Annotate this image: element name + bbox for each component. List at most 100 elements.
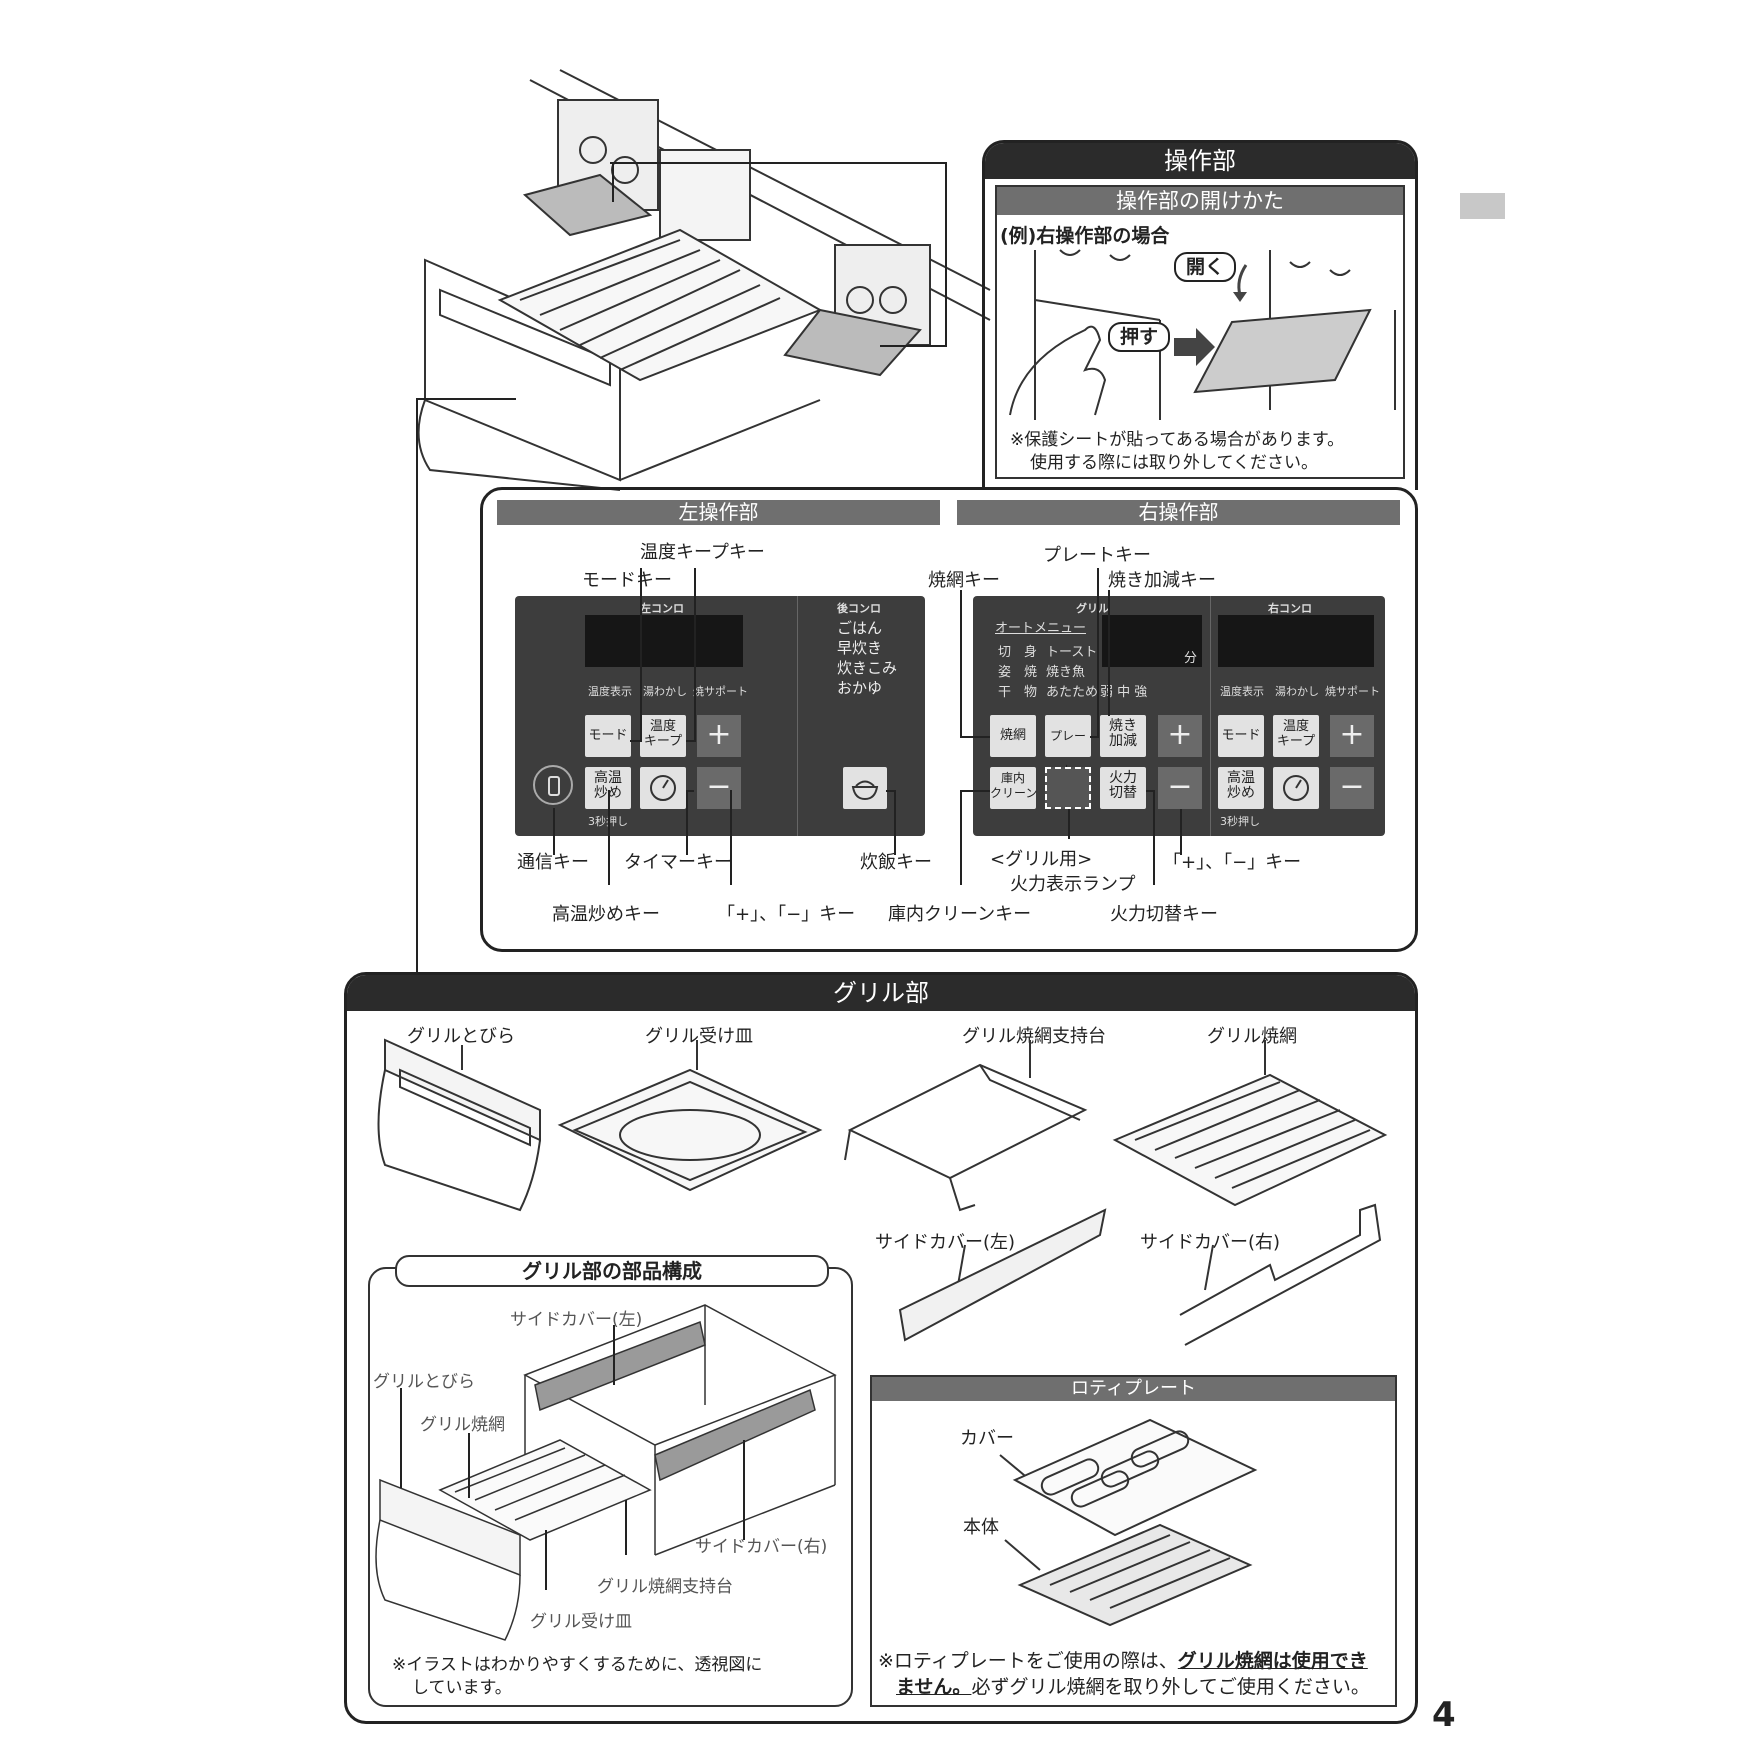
part-side-right-label: サイドカバー(右) (1140, 1232, 1281, 1253)
adjust-key-label: 焼き加減キー (1108, 570, 1216, 591)
roti-note: ※ロティプレートをご使用の際は、グリル焼網は使用でき ません。必ずグリル焼網を取… (878, 1648, 1393, 1700)
right-indicator-boil: 湯わかし (1275, 685, 1319, 698)
right-panel-divider (1210, 596, 1211, 836)
fire-switch-key[interactable]: 火力 切替 (1100, 767, 1146, 809)
leader-line (400, 1388, 402, 1488)
right-indicator-temp: 温度表示 (1220, 685, 1264, 698)
leader-line (686, 790, 694, 792)
roti-box (870, 1375, 1397, 1707)
menu-fillet: 切 身 (998, 645, 1038, 660)
left-plus-key[interactable]: + (697, 715, 741, 757)
grill-plus-key[interactable]: + (1158, 715, 1202, 757)
auto-menu-label: オートメニュー (995, 621, 1087, 636)
phone-icon (548, 776, 560, 796)
part-net-support-label: グリル焼網支持台 (962, 1026, 1106, 1047)
adjust-key[interactable]: 焼き 加減 (1100, 715, 1146, 757)
rear-menu-porridge: おかゆ (837, 679, 883, 697)
strength-label: 弱 中 強 (1100, 685, 1148, 700)
leader-line (686, 740, 695, 742)
structure-note-2: しています。 (412, 1678, 512, 1698)
open-method-title: 操作部の開けかた (997, 187, 1403, 215)
left-panel-title: 左操作部 (497, 500, 940, 525)
roti-note-b: グリル焼網は使用でき (1177, 1650, 1368, 1672)
roti-body-label: 本体 (963, 1517, 999, 1538)
left-burner-label: 左コンロ (640, 602, 684, 615)
leader-line (640, 568, 642, 742)
menu-dried: 干 物 (998, 685, 1038, 700)
keep-key-label: 温度キープキー (640, 542, 765, 563)
operation-panel-frame (480, 487, 1418, 952)
comm-key[interactable] (533, 765, 573, 805)
leader-line (743, 1440, 745, 1540)
menu-reheat: あたため (1046, 685, 1099, 700)
menu-toast: トースト (1046, 645, 1098, 660)
leader-line (960, 590, 962, 738)
leader-line (468, 1433, 470, 1498)
roti-cover-label: カバー (960, 1428, 1014, 1449)
leader-line (886, 790, 895, 792)
left-mode-key[interactable]: モード (585, 715, 631, 757)
roti-note-d: 必ずグリル焼網を取り外してご使用ください。 (971, 1676, 1370, 1698)
leader-line (553, 808, 555, 855)
open-method-note-2: 使用する際には取り外してください。 (1030, 453, 1318, 473)
open-method-note-1: ※保護シートが貼ってある場合があります。 (1010, 430, 1345, 450)
leader-line (1090, 736, 1098, 738)
left-minus-key[interactable]: − (697, 767, 741, 809)
connector-line (880, 345, 946, 347)
connector-line (416, 398, 516, 400)
right-display (1218, 615, 1374, 667)
roti-note-a: ※ロティプレートをご使用の際は、 (878, 1650, 1178, 1672)
right-mode-key[interactable]: モード (1218, 715, 1264, 757)
structure-net-label: グリル焼網 (420, 1415, 505, 1435)
part-tray-label: グリル受け皿 (645, 1026, 753, 1047)
part-net-label: グリル焼網 (1207, 1026, 1297, 1047)
net-key[interactable]: 焼網 (990, 715, 1036, 757)
part-door-label: グリルとびら (407, 1026, 515, 1047)
rice-key[interactable] (843, 767, 887, 809)
leader-line (1097, 568, 1099, 738)
leader-line (1108, 590, 1110, 716)
menu-whole: 姿 焼 (998, 665, 1038, 680)
rice-bowl-icon (851, 780, 879, 801)
leader-line (608, 790, 610, 885)
operation-frame (982, 140, 1418, 490)
right-timer-key[interactable] (1273, 767, 1319, 809)
fire-lamp (1045, 767, 1091, 809)
right-high-temp-key[interactable]: 高温 炒め (1218, 767, 1264, 809)
right-minus-key[interactable]: − (1330, 767, 1374, 809)
left-indicator-boil: 湯わかし (643, 685, 687, 698)
mode-key-label: モードキー (582, 570, 672, 591)
connector-line (610, 162, 945, 164)
grill-minus-key[interactable]: − (1158, 767, 1202, 809)
left-timer-key[interactable] (640, 767, 686, 809)
right-plus-minus-label: 「+」、「−」キー (1163, 852, 1302, 873)
net-key-label: 焼網キー (928, 570, 1000, 591)
structure-tray-label: グリル受け皿 (530, 1612, 632, 1632)
left-keep-key[interactable]: 温度 キープ (640, 715, 686, 757)
fire-key-label: 火力切替キー (1110, 904, 1218, 925)
open-method-example: (例)右操作部の場合 (1000, 225, 1170, 247)
right-plus-key[interactable]: + (1330, 715, 1374, 757)
leader-line (960, 736, 990, 738)
clean-key[interactable]: 庫内 クリーン (990, 767, 1037, 809)
open-button-label: 開く (1174, 252, 1236, 282)
structure-side-right-label: サイドカバー(右) (695, 1537, 828, 1557)
leader-line (545, 1530, 547, 1590)
timer-icon (650, 775, 676, 801)
rear-menu-quick: 早炊き (837, 639, 883, 657)
leader-line (960, 790, 962, 885)
grill-header: グリル部 (347, 975, 1415, 1011)
right-long-press: 3秒押し (1220, 815, 1260, 828)
right-keep-key[interactable]: 温度 キープ (1273, 715, 1319, 757)
connector-line (416, 398, 418, 973)
structure-net-support-label: グリル焼網支持台 (597, 1577, 733, 1597)
leader-line (730, 790, 732, 885)
right-panel-title: 右操作部 (957, 500, 1400, 525)
plate-key[interactable]: プレート (1045, 715, 1091, 777)
roti-title: ロティプレート (872, 1377, 1395, 1401)
menu-fish: 焼き魚 (1046, 665, 1086, 680)
page-number: 4 (1432, 1695, 1456, 1735)
left-indicator-support: 焼サポート (693, 685, 748, 698)
